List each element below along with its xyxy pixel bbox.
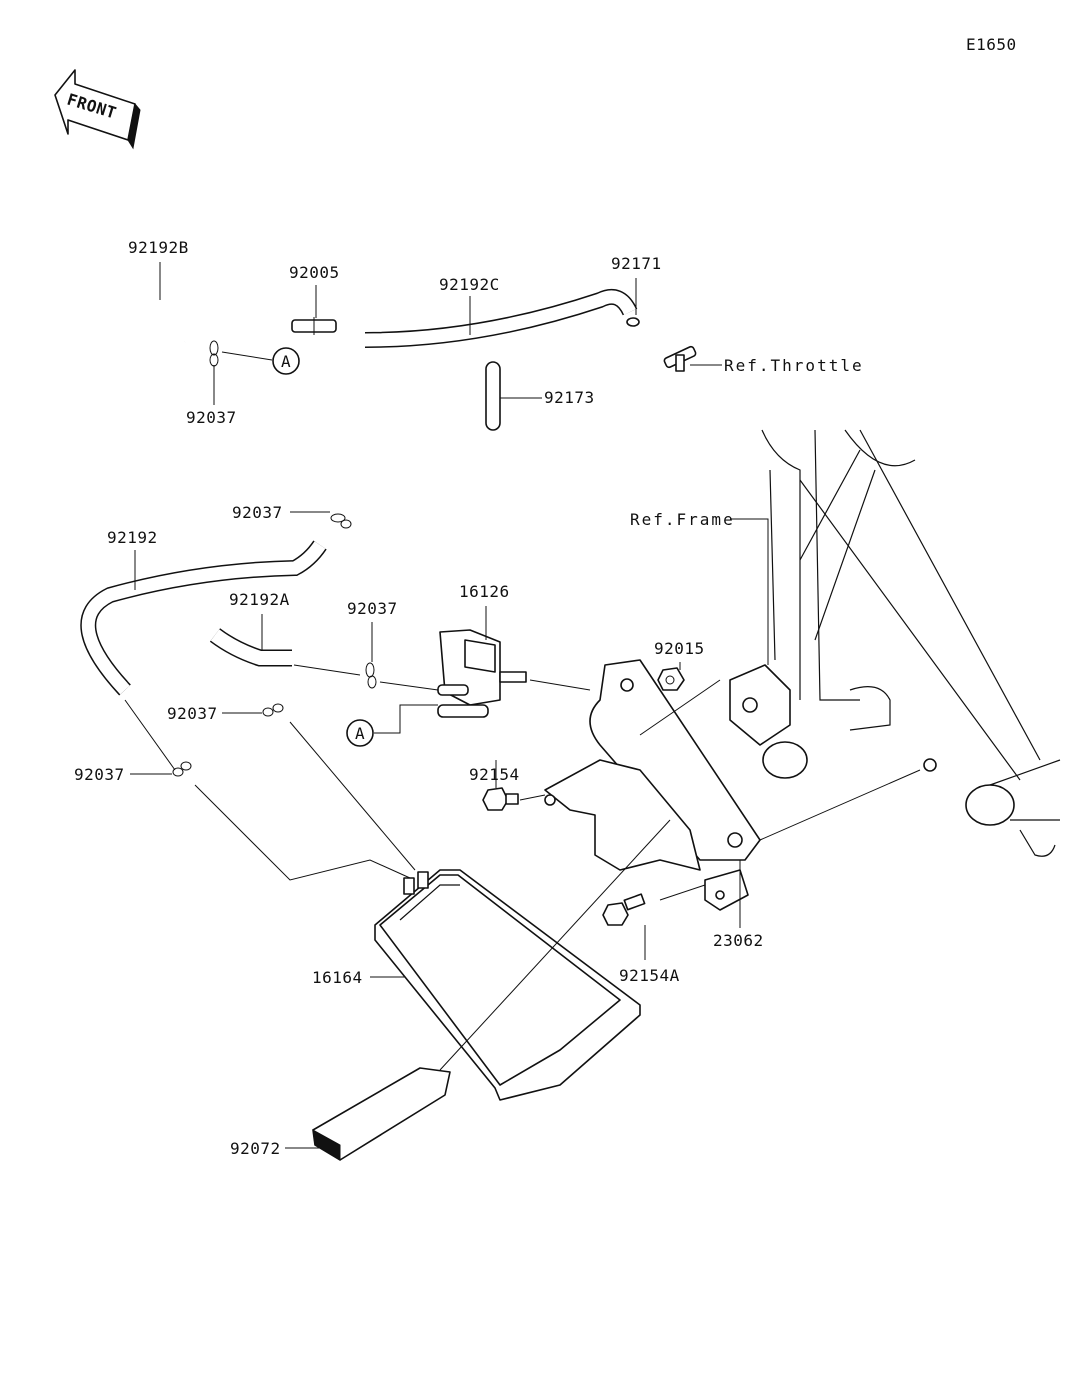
label-ref-throttle: Ref.Throttle bbox=[724, 356, 864, 375]
label-92154A: 92154A bbox=[619, 966, 680, 985]
label-92005: 92005 bbox=[289, 263, 340, 282]
label-92192: 92192 bbox=[107, 528, 158, 547]
svg-text:A: A bbox=[281, 352, 291, 371]
solenoid-valve-16126 bbox=[437, 629, 527, 718]
label-16164: 16164 bbox=[312, 968, 363, 987]
label-92173: 92173 bbox=[544, 388, 595, 407]
label-ref-frame: Ref.Frame bbox=[630, 510, 735, 529]
bracket-23062 bbox=[544, 659, 761, 911]
frame bbox=[729, 429, 1061, 857]
nut-92015 bbox=[657, 667, 685, 691]
label-92015: 92015 bbox=[654, 639, 705, 658]
bolt-92154A bbox=[602, 893, 646, 926]
joint-92005 bbox=[291, 317, 337, 335]
label-16126: 16126 bbox=[459, 582, 510, 601]
leader-lines bbox=[124, 262, 921, 1149]
label-92037: 92037 bbox=[167, 704, 218, 723]
label-92192B: 92192B bbox=[128, 238, 189, 257]
svg-text:A: A bbox=[355, 724, 365, 743]
canister-16164 bbox=[374, 869, 641, 1101]
t-joint bbox=[663, 345, 697, 372]
clamp-92173 bbox=[485, 361, 501, 431]
label-92171: 92171 bbox=[611, 254, 662, 273]
band-92072 bbox=[312, 1067, 451, 1161]
label-23062: 23062 bbox=[713, 931, 764, 950]
label-92037: 92037 bbox=[186, 408, 237, 427]
clip-92037-upper bbox=[209, 340, 219, 367]
diagram-code: E1650 bbox=[966, 35, 1017, 54]
label-92037: 92037 bbox=[74, 765, 125, 784]
clips-92037 bbox=[172, 513, 377, 777]
label-92037: 92037 bbox=[232, 503, 283, 522]
hose-92192C bbox=[364, 289, 638, 348]
front-arrow-icon: FRONT bbox=[54, 69, 141, 150]
label-92072: 92072 bbox=[230, 1139, 281, 1158]
marker-a-lower: A bbox=[346, 719, 374, 747]
hose-92192A bbox=[209, 628, 292, 667]
marker-a-upper: A bbox=[272, 347, 300, 375]
clip-92171 bbox=[626, 317, 640, 327]
hose-92192 bbox=[80, 540, 327, 696]
label-92192A: 92192A bbox=[229, 590, 290, 609]
label-92154: 92154 bbox=[469, 765, 520, 784]
hose-92192B bbox=[129, 303, 269, 348]
label-92037: 92037 bbox=[347, 599, 398, 618]
label-92192C: 92192C bbox=[439, 275, 500, 294]
bolt-92154 bbox=[482, 787, 519, 811]
